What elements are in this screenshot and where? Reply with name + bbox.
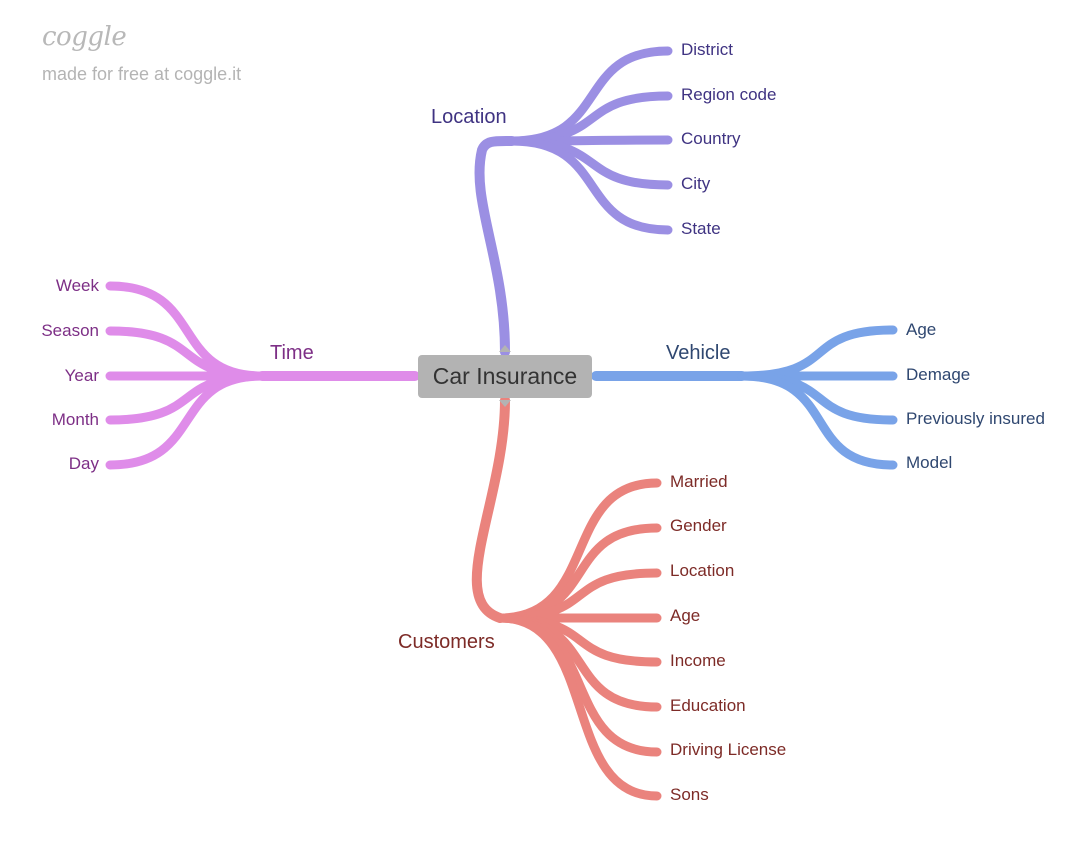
- leaf-customers-income[interactable]: Income: [670, 651, 726, 670]
- leaf-vehicle-age[interactable]: Age: [906, 320, 937, 339]
- leaf-time-year[interactable]: Year: [64, 366, 99, 385]
- coggle-logo: coggle: [42, 22, 127, 52]
- trunk-location: [474, 135, 517, 357]
- leaf-location-state[interactable]: State: [681, 219, 721, 238]
- leaf-time-month[interactable]: Month: [51, 410, 99, 429]
- link-vehicle-0: [737, 325, 898, 381]
- root-notch-0: [499, 345, 511, 352]
- coggle-logo-text: coggle: [42, 22, 127, 52]
- leaf-vehicle-demage[interactable]: Demage: [906, 365, 971, 384]
- branch-location-label[interactable]: Location: [431, 106, 507, 128]
- coggle-tagline: made for free at coggle.it: [42, 64, 242, 84]
- leaf-customers-married[interactable]: Married: [670, 472, 728, 491]
- leaf-location-country[interactable]: Country: [681, 129, 741, 148]
- leaf-vehicle-model[interactable]: Model: [906, 453, 953, 472]
- link-vehicle-3: [737, 371, 898, 470]
- leaf-customers-location[interactable]: Location: [670, 561, 735, 580]
- leaf-customers-education[interactable]: Education: [670, 696, 746, 715]
- leaf-location-district[interactable]: District: [681, 40, 733, 59]
- leaf-vehicle-previously-insured[interactable]: Previously insured: [906, 409, 1045, 428]
- leaf-time-day[interactable]: Day: [68, 454, 99, 473]
- link-time-4: [105, 371, 267, 470]
- link-location-4: [507, 136, 673, 235]
- leaf-time-week[interactable]: Week: [55, 276, 99, 295]
- root-notch-1: [499, 400, 511, 407]
- branch-time-label[interactable]: Time: [270, 342, 314, 364]
- trunk-customers: [471, 395, 510, 623]
- leaf-customers-gender[interactable]: Gender: [670, 516, 727, 535]
- root-node[interactable]: Car Insurance: [418, 355, 592, 398]
- leaf-location-region-code[interactable]: Region code: [681, 85, 777, 104]
- leaf-customers-age[interactable]: Age: [670, 606, 701, 625]
- root-node-label: Car Insurance: [432, 363, 578, 389]
- branch-customers-label[interactable]: Customers: [398, 631, 495, 653]
- leaf-location-city[interactable]: City: [681, 174, 711, 193]
- leaf-customers-driving-license[interactable]: Driving License: [670, 740, 787, 759]
- branch-vehicle-label[interactable]: Vehicle: [666, 342, 731, 364]
- leaf-customers-sons[interactable]: Sons: [670, 785, 709, 804]
- link-customers-7: [495, 613, 662, 801]
- leaf-time-season[interactable]: Season: [41, 321, 99, 340]
